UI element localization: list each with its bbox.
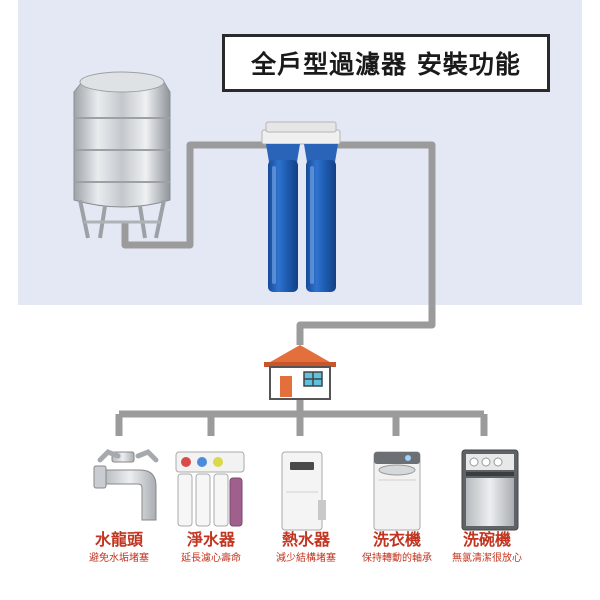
whole-house-filter-icon (261, 121, 341, 292)
appliance-name: 洗碗機 (462, 530, 511, 549)
appliance-desc: 無氯清潔很放心 (452, 553, 522, 564)
appliance-desc: 避免水垢堵塞 (89, 553, 149, 564)
washing-machine-icon (373, 451, 421, 531)
appliance-desc: 延長濾心壽命 (181, 553, 241, 564)
house-icon (264, 345, 336, 400)
appliance-faucet: 水龍頭 避免水垢堵塞 (64, 530, 174, 568)
appliance-name: 洗衣機 (372, 530, 421, 549)
distribution-pipe (115, 400, 488, 436)
appliance-desc: 減少結構堵塞 (276, 553, 336, 564)
title-banner: 全戶型過濾器 安裝功能 (222, 34, 550, 92)
page-title: 全戶型過濾器 安裝功能 (251, 50, 521, 79)
dishwasher-icon (461, 449, 519, 531)
appliance-name: 熱水器 (281, 530, 330, 549)
water-tank-icon (73, 71, 171, 239)
appliance-water-heater: 熱水器 減少結構堵塞 (251, 530, 361, 568)
faucet-icon (93, 449, 159, 521)
appliance-water-purifier: 淨水器 延長濾心壽命 (156, 530, 266, 568)
appliance-name: 水龍頭 (94, 530, 143, 549)
appliance-washing-machine: 洗衣機 保持轉動的軸承 (342, 530, 452, 568)
appliance-desc: 保持轉動的軸承 (362, 553, 432, 564)
appliance-name: 淨水器 (186, 530, 235, 549)
supply-pipe (121, 141, 436, 345)
appliance-dishwasher: 洗碗機 無氯清潔很放心 (432, 530, 542, 568)
water-purifier-icon (175, 451, 245, 527)
water-heater-icon (281, 451, 326, 531)
